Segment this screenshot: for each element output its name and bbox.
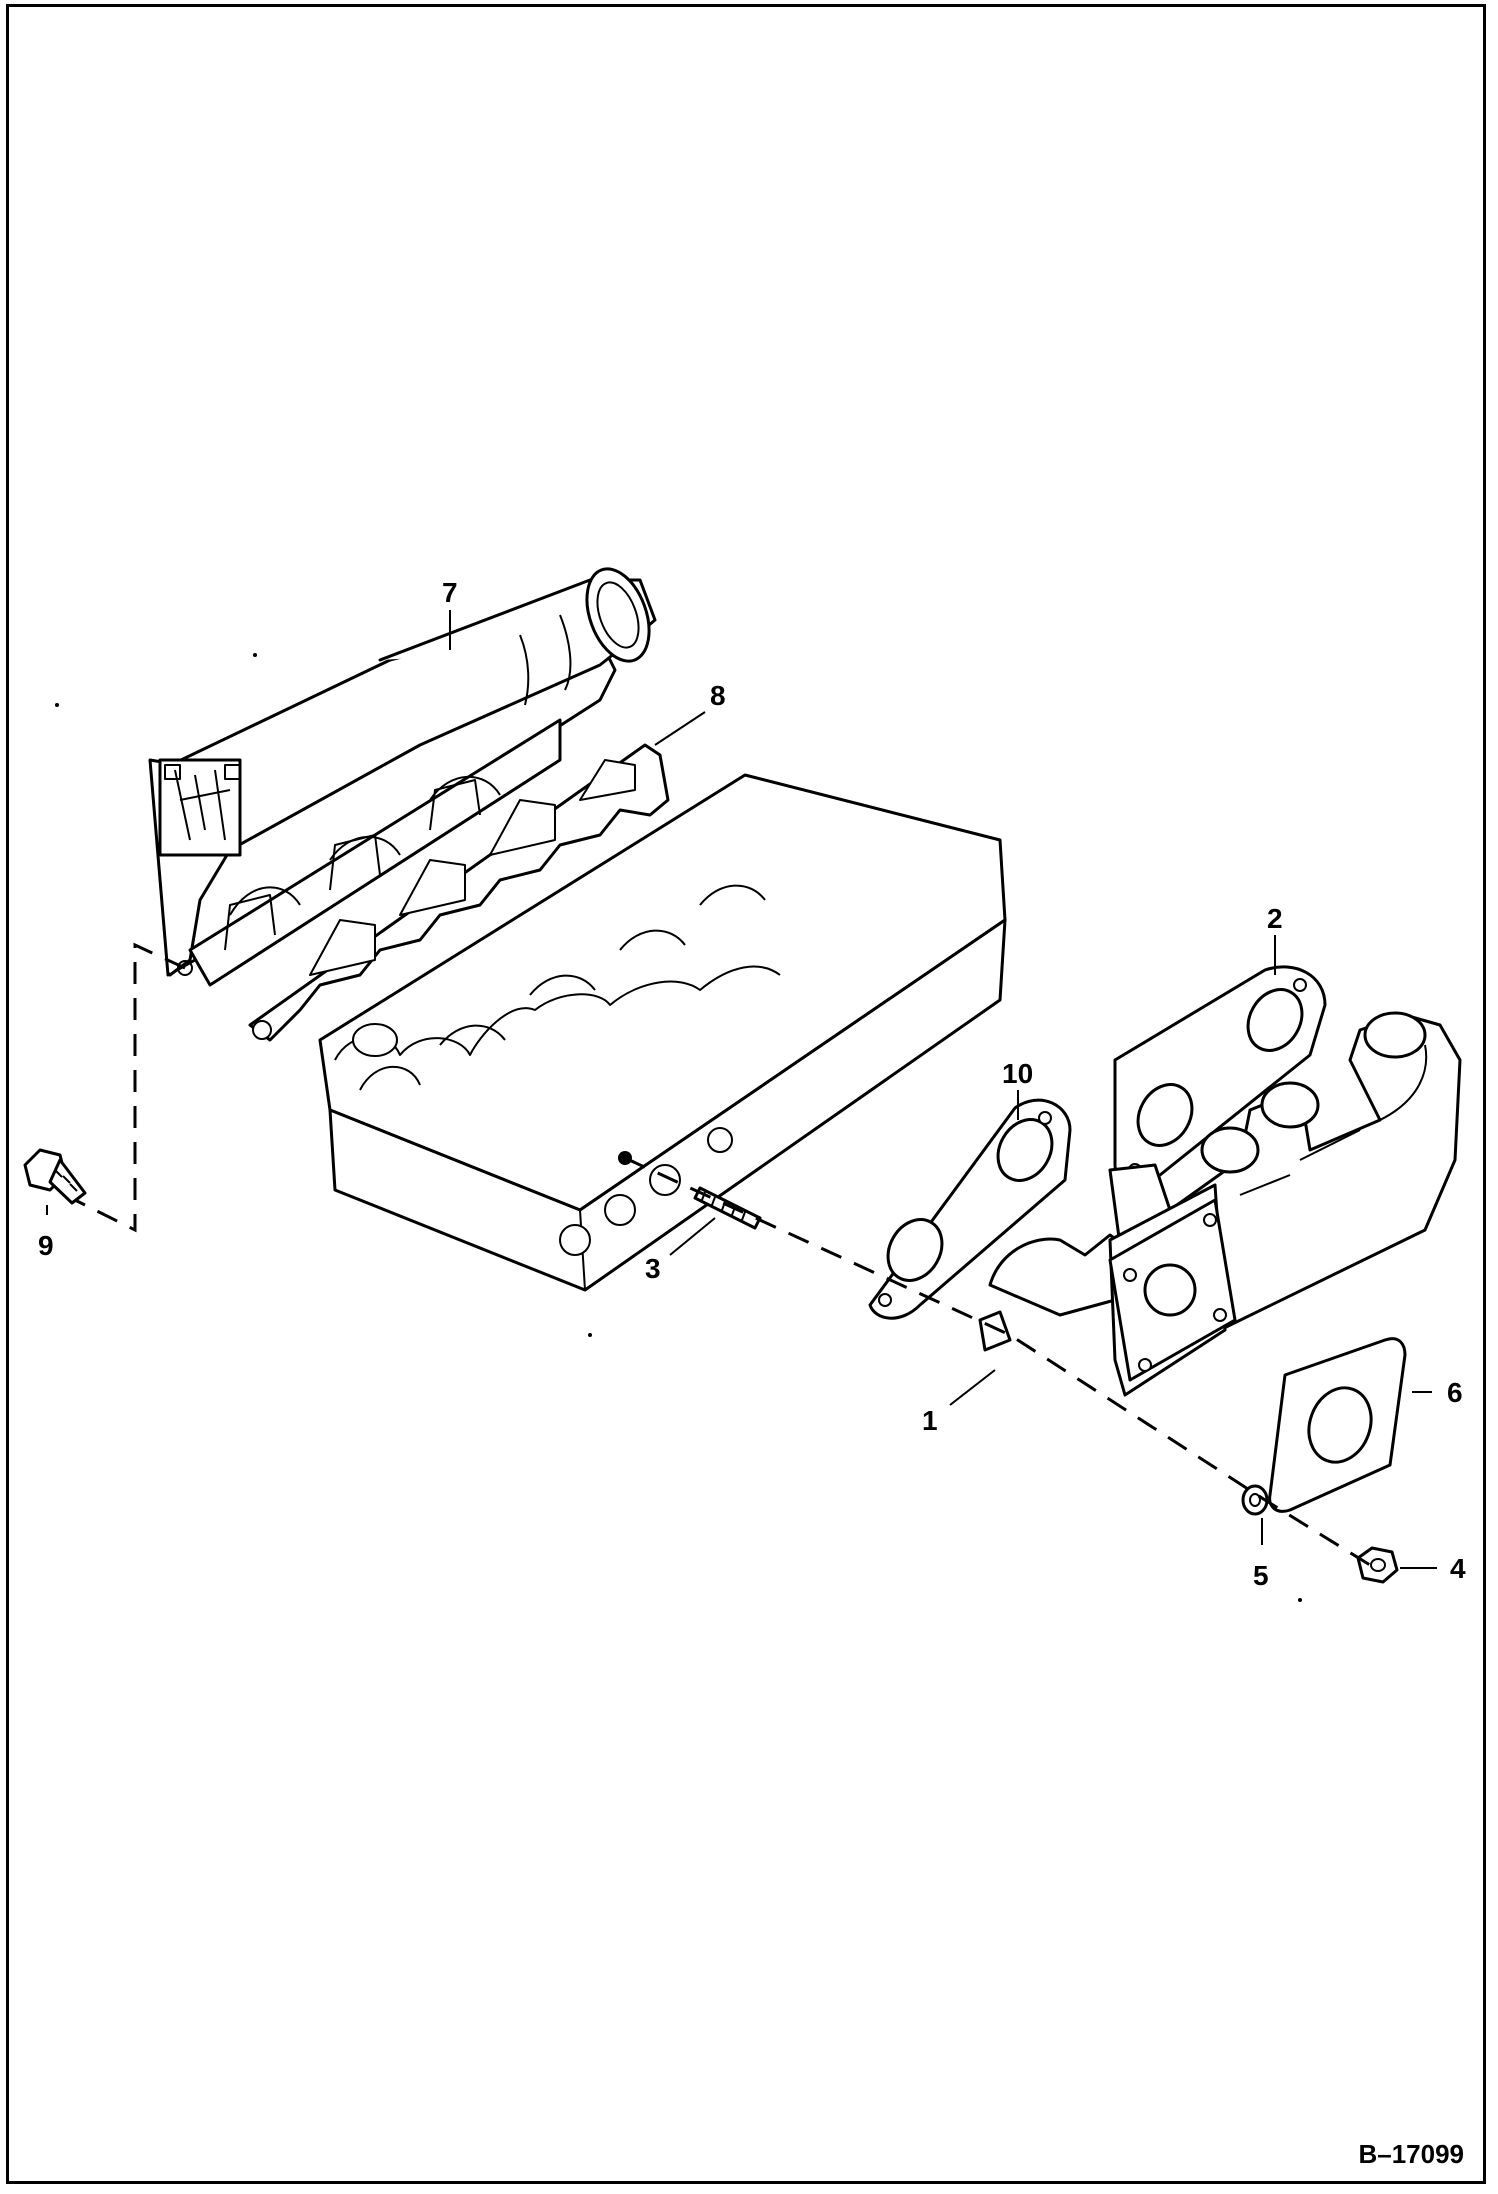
callout-8: 8 <box>710 680 726 711</box>
callout-6: 6 <box>1447 1377 1463 1408</box>
leader-lines <box>46 610 1437 1569</box>
part-1-exhaust-manifold <box>978 1011 1462 1397</box>
part-9-bolt <box>23 1148 87 1205</box>
part-2-gasket <box>1113 965 1327 1188</box>
print-specks <box>55 653 1302 1602</box>
callout-5: 5 <box>1253 1560 1269 1591</box>
callout-3: 3 <box>645 1253 661 1284</box>
part-7-intake-manifold <box>148 567 657 987</box>
part-8-manifold-gasket <box>248 743 670 1042</box>
callouts: 7 8 2 10 9 3 1 6 5 4 <box>38 577 1466 1591</box>
assembly-lines <box>74 942 1371 1567</box>
callout-7: 7 <box>442 577 458 608</box>
callout-2: 2 <box>1267 903 1283 934</box>
figure-id: B–17099 <box>1358 2139 1464 2169</box>
cylinder-head <box>318 773 1007 1292</box>
part-6-gasket <box>1268 1337 1407 1513</box>
part-4-nut <box>1356 1546 1399 1584</box>
callout-4: 4 <box>1450 1553 1466 1584</box>
callout-1: 1 <box>922 1405 938 1436</box>
callout-10: 10 <box>1002 1058 1033 1089</box>
callout-9: 9 <box>38 1230 54 1261</box>
part-10-gasket <box>868 1098 1072 1320</box>
